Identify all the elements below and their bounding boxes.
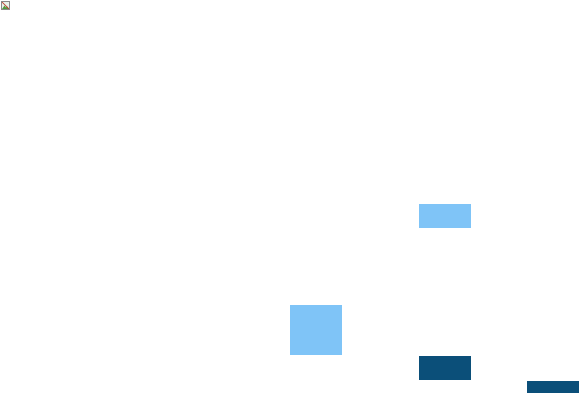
broken-image-icon — [1, 1, 10, 10]
light-block-2[interactable] — [290, 305, 342, 355]
light-block-1[interactable] — [419, 204, 471, 228]
dark-block-1[interactable] — [419, 356, 471, 380]
dark-block-2[interactable] — [527, 381, 579, 393]
